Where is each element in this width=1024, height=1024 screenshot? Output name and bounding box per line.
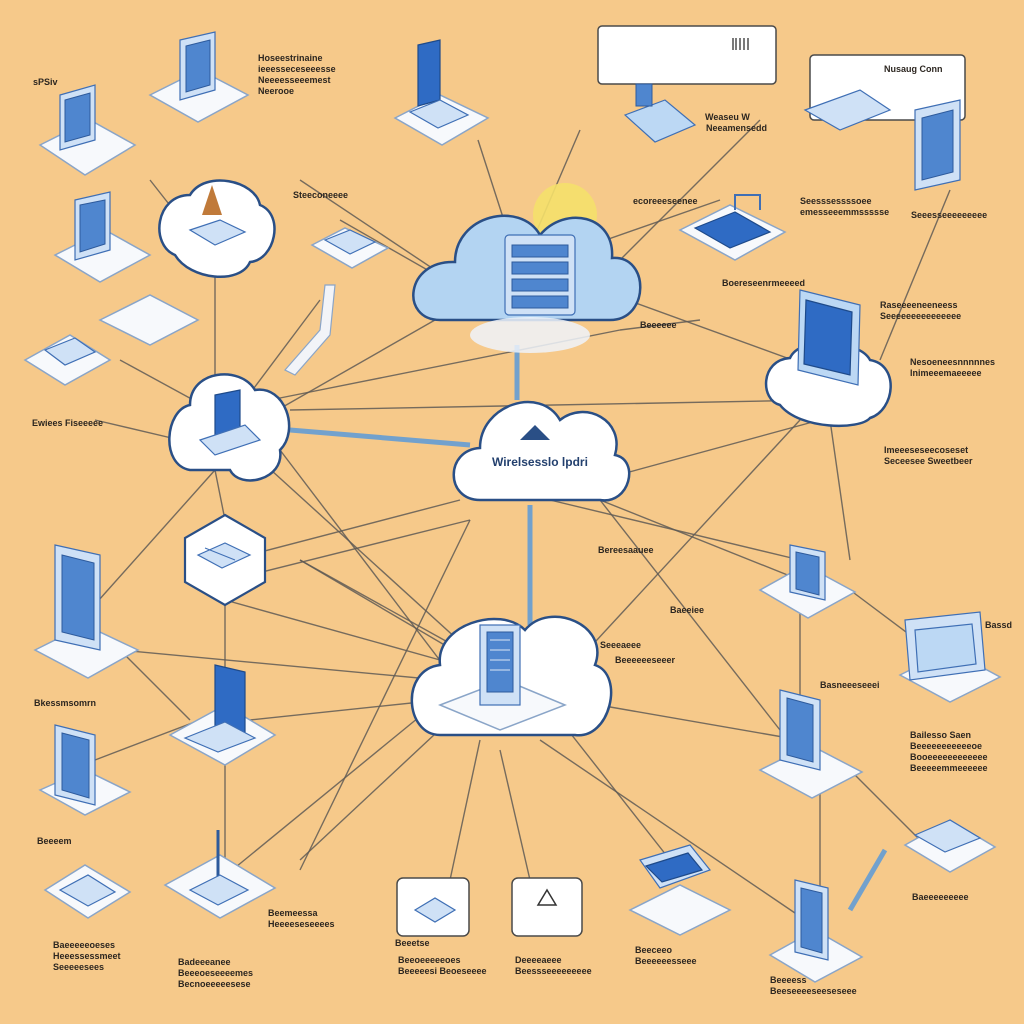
caption-right-detail: Bailesso Saen Beeeeeeeeeeeoe Booeeeeeeee… bbox=[910, 730, 988, 773]
device-server-bottom-right bbox=[768, 879, 864, 983]
caption-tower-top: Hoseestrinaine ieeesseceseeesse Neeeesse… bbox=[258, 53, 336, 96]
caption-center-right: Bereesaauee bbox=[598, 545, 654, 555]
caption-panel-right: Bassd bbox=[985, 620, 1013, 630]
caption-server-left-mid: Bkessmsomrn bbox=[34, 698, 97, 708]
caption-chip-left-bottom: Baeeeeeoeses Heeessessmeet Seeeeesees bbox=[53, 940, 121, 972]
caption-right-links: Imeeeseseecoseset Seceesee Sweetbeer bbox=[884, 445, 973, 466]
device-keyboard-right bbox=[678, 194, 787, 261]
caption-datacenter-detail: Beeeeeeseeer bbox=[615, 655, 676, 665]
device-server-right-mid bbox=[758, 544, 857, 619]
device-phone-right-low bbox=[903, 819, 997, 873]
caption-phone-right: Baeeeeeeeee bbox=[912, 892, 969, 902]
caption-antenna-detail: Badeeeanee Beeeoeseeeemes Becnoeeeeesese bbox=[178, 957, 254, 989]
caption-laptop-top: Weaseu W bbox=[705, 112, 750, 122]
caption-keyboard-base: Boereseenrmeeeed bbox=[722, 278, 806, 288]
caption-panel-topright: Nusaug Conn bbox=[884, 64, 943, 74]
device-rack-left bbox=[53, 191, 152, 283]
top-cloud-server bbox=[412, 183, 642, 353]
hexagon-node bbox=[183, 513, 267, 607]
caption-datacenter: Seeeaeee bbox=[600, 640, 642, 650]
caption-server-right: Baeeiee bbox=[670, 605, 705, 615]
cloud-label: Wirelsesslo lpdri bbox=[492, 455, 588, 469]
wireless-cloud bbox=[452, 400, 631, 502]
caption-cloud-link: Beeeeee bbox=[640, 320, 677, 330]
device-antenna-bottom bbox=[163, 830, 277, 919]
device-bottom-card-1 bbox=[396, 877, 470, 937]
caption-right-hub: Raseeeeneeneess Seeeeeeeeeeeeeee bbox=[880, 300, 962, 321]
device-panel-topright bbox=[803, 54, 966, 191]
caption-server-bottom-right: Beeeess Beeseeeeseeseseee bbox=[770, 975, 857, 996]
device-stack-right bbox=[758, 689, 864, 799]
device-monitor-top bbox=[597, 25, 777, 143]
caption-card-2: Deeeeaeee Beessseeeeeeeee bbox=[515, 955, 592, 976]
device-server-left-mid bbox=[33, 544, 140, 679]
caption-server-topright: Seeesseeeeeeeee bbox=[911, 210, 988, 220]
device-laptop-left-mid bbox=[168, 664, 277, 766]
device-laptop-top bbox=[393, 39, 490, 146]
caption-stack-right: Basneeeseeei bbox=[820, 680, 880, 690]
datacenter-cloud bbox=[410, 615, 613, 737]
device-scanner-left bbox=[23, 334, 112, 386]
device-panel-right bbox=[898, 611, 1002, 703]
caption-device-server-topleft: sPSiv bbox=[33, 77, 58, 87]
caption-card-1: Beeoeeeeeoes Beeeeesi Beoeseeee bbox=[398, 955, 487, 976]
device-tower-top bbox=[148, 31, 250, 123]
device-printer-bottom bbox=[628, 844, 732, 936]
caption-keyboard-right: Seesssessssoee emesseeemmssssse bbox=[800, 196, 890, 217]
right-hub-bubble bbox=[764, 289, 892, 427]
caption-card-1-title: Beeetse bbox=[395, 938, 430, 948]
device-bottom-card-2 bbox=[511, 877, 583, 937]
caption-laptop-mid: Steeconeeee bbox=[293, 190, 349, 200]
caption-tower-left-low: Beeeem bbox=[37, 836, 72, 846]
blue-data-links bbox=[289, 345, 888, 912]
caption-left-hub: Ewiees Fiseeeee bbox=[32, 418, 104, 428]
device-server-topleft bbox=[38, 84, 137, 176]
device-laptop-mid bbox=[310, 227, 390, 269]
device-chip-left-bottom bbox=[43, 864, 132, 919]
caption-antenna-bottom: Beemeessa Heeeeseseeees bbox=[268, 908, 335, 929]
caption-monitor-top: Neeamensedd bbox=[706, 123, 768, 133]
caption-top-cloud: ecoreeeseenee bbox=[633, 196, 698, 206]
device-bracket bbox=[98, 284, 336, 376]
caption-printer-bottom: Beeceeo Beeeeeesseee bbox=[635, 945, 697, 966]
device-tower-left-low bbox=[38, 724, 132, 816]
caption-right-hub-detail: Nesoeneesnnnnnes lnimeeemaeeeee bbox=[910, 357, 996, 378]
left-hub-bubble bbox=[168, 373, 291, 482]
device-rocket-node bbox=[158, 179, 276, 279]
